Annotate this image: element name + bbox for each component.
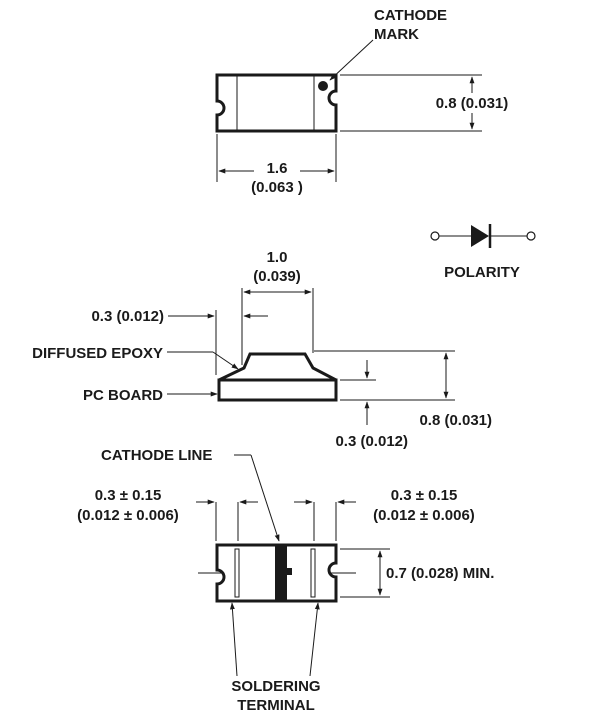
top-height-dimension-label: 0.8 (0.031) xyxy=(436,95,509,112)
side-height-dimension-label: 0.8 (0.031) xyxy=(419,412,492,429)
soldering-terminal-leader-right xyxy=(309,602,320,677)
polarity-label: POLARITY xyxy=(444,264,520,281)
top-length-dimension-label-line2: (0.063 ) xyxy=(251,179,303,196)
right-terminal-dimension-label-line2: (0.012 ± 0.006) xyxy=(373,507,475,524)
top-height-label-bg xyxy=(428,93,518,113)
cathode-mark-dot xyxy=(318,81,328,91)
epoxy-leader-diagonal xyxy=(212,351,239,370)
soldering-terminal-label-line1: SOLDERING xyxy=(231,678,320,695)
polarity-symbol: POLARITY xyxy=(430,224,536,281)
left-terminal-dimension-label-line2: (0.012 ± 0.006) xyxy=(77,507,179,524)
cathode-mark-leader xyxy=(329,39,374,81)
right-soldering-terminal xyxy=(310,548,316,598)
diffused-epoxy-outline xyxy=(218,352,337,382)
bottom-view: CATHODE LINE 0.3 ± 0.15 (0.012 ± 0.006) … xyxy=(77,447,494,714)
top-view: CATHODE MARK 0.8 (0.031) 1.6 (0.063 ) xyxy=(215,7,518,196)
diffused-epoxy-label: DIFFUSED EPOXY xyxy=(32,345,163,362)
top-length-dimension-label-line1: 1.6 xyxy=(267,160,288,177)
pc-board-label: PC BOARD xyxy=(83,387,163,404)
left-soldering-terminal xyxy=(234,548,240,598)
soldering-terminal-leader-left xyxy=(229,602,238,677)
right-terminal-dimension-label-line1: 0.3 ± 0.15 xyxy=(391,487,458,504)
board-thickness-label: 0.3 (0.012) xyxy=(335,433,408,450)
cathode-line-notch xyxy=(286,568,292,575)
pc-board-outline xyxy=(217,378,338,402)
epoxy-width-label-line2: (0.039) xyxy=(253,268,301,285)
left-terminal-dimension-label-line1: 0.3 ± 0.15 xyxy=(95,487,162,504)
soldering-terminal-label-line2: TERMINAL xyxy=(237,697,315,714)
cathode-line-label: CATHODE LINE xyxy=(101,447,212,464)
cathode-line-leader-diagonal xyxy=(250,454,280,542)
side-view: 1.0 (0.039) 0.3 (0.012) DIFFUSED EPOXY P… xyxy=(32,249,492,450)
inset-dimension-label: 0.3 (0.012) xyxy=(91,308,164,325)
top-view-package-outline xyxy=(215,73,338,133)
min-width-dimension-label: 0.7 (0.028) MIN. xyxy=(386,565,494,582)
epoxy-width-label-line1: 1.0 xyxy=(267,249,288,266)
cathode-line-bar xyxy=(275,545,287,601)
cathode-mark-label-line1: CATHODE xyxy=(374,7,447,24)
cathode-mark-label-line2: MARK xyxy=(374,26,419,43)
diode-symbol-icon xyxy=(430,224,536,248)
